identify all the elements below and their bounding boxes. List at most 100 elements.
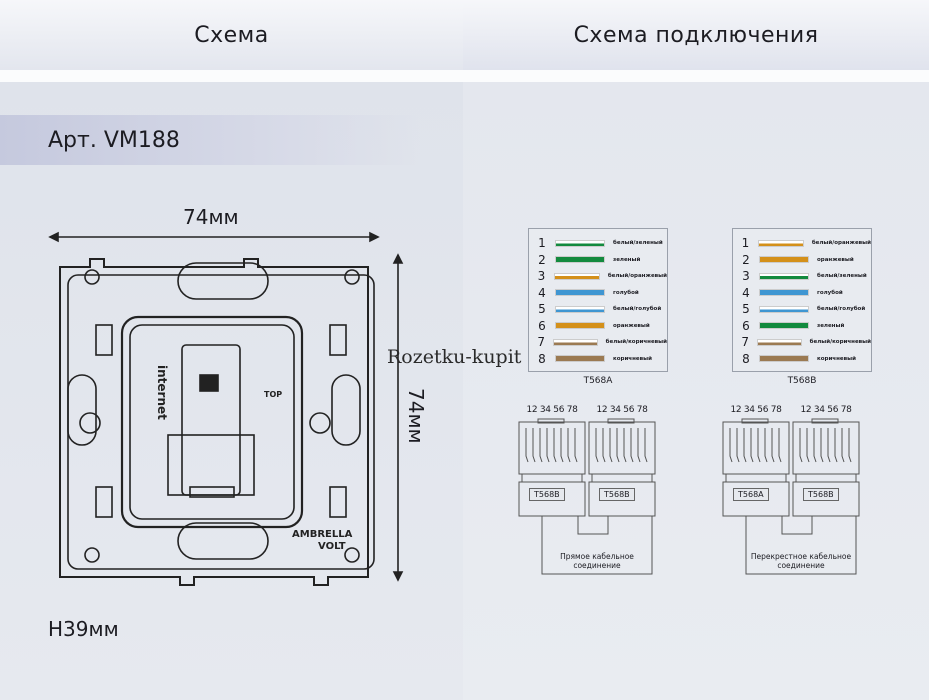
wire-row: 3 белый/зеленый bbox=[733, 268, 871, 285]
rj45-plug bbox=[722, 418, 790, 517]
pin-numbers: 12 34 56 78 bbox=[800, 405, 852, 415]
wire-swatch bbox=[555, 322, 605, 330]
connection-caption-line1: Прямое кабельное bbox=[560, 552, 634, 561]
brand-line2: VOLT bbox=[318, 541, 346, 552]
plug-standard-label: T568B bbox=[599, 488, 635, 501]
pin-number: 2 bbox=[742, 252, 750, 267]
width-dimension: 74мм bbox=[183, 205, 239, 229]
wire-swatch bbox=[757, 239, 804, 247]
pin-number: 1 bbox=[538, 236, 546, 251]
divider-strip bbox=[0, 70, 929, 82]
wire-row: 7 белый/коричневый bbox=[733, 334, 871, 351]
schema-title: Схема bbox=[194, 22, 269, 48]
top-label: TOP bbox=[264, 390, 282, 399]
plug-standard-label: T568A bbox=[733, 488, 769, 501]
rj45-plug bbox=[518, 418, 586, 517]
wire-row: 6 оранжевый bbox=[529, 318, 667, 335]
caption-t568b: T568B bbox=[787, 376, 817, 386]
pin-number: 5 bbox=[538, 302, 546, 317]
connection-caption-line2: соединение bbox=[777, 561, 825, 570]
wire-label: голубой bbox=[817, 289, 843, 296]
pin-number: 5 bbox=[742, 302, 750, 317]
article-band: Арт. VM188 bbox=[0, 115, 420, 165]
wire-label: оранжевый bbox=[613, 322, 650, 329]
internet-label: internet bbox=[155, 365, 169, 420]
wire-label: коричневый bbox=[613, 355, 652, 362]
pin-numbers: 12 34 56 78 bbox=[596, 405, 648, 415]
wire-swatch bbox=[757, 338, 802, 346]
wire-label: голубой bbox=[613, 289, 639, 296]
wire-swatch bbox=[759, 256, 809, 264]
wire-row: 4 голубой bbox=[529, 285, 667, 302]
left-panel bbox=[0, 82, 463, 700]
pin-number: 1 bbox=[741, 236, 750, 251]
pin-number: 7 bbox=[741, 335, 749, 350]
pin-number: 6 bbox=[538, 318, 546, 333]
wire-row: 2 оранжевый bbox=[733, 252, 871, 269]
wire-swatch bbox=[555, 289, 605, 297]
wire-swatch bbox=[555, 256, 605, 264]
pin-number: 4 bbox=[538, 285, 546, 300]
watermark: Rozetku-kupit bbox=[387, 346, 522, 368]
wire-label: белый/голубой bbox=[613, 306, 662, 313]
wire-label: белый/оранжевый bbox=[811, 240, 871, 247]
cable-line bbox=[745, 516, 857, 575]
wire-label: белый/голубой bbox=[817, 306, 866, 313]
wire-label: белый/зеленый bbox=[613, 240, 663, 247]
rj45-plug bbox=[588, 418, 656, 517]
connection-caption-line2: соединение bbox=[573, 561, 621, 570]
pin-numbers: 12 34 56 78 bbox=[730, 405, 782, 415]
pin-number: 6 bbox=[742, 318, 750, 333]
wire-row: 3 белый/оранжевый bbox=[529, 268, 667, 285]
header-left: Схема bbox=[0, 0, 463, 70]
right-panel bbox=[463, 82, 929, 700]
wire-swatch bbox=[555, 305, 605, 313]
wire-swatch bbox=[553, 272, 600, 280]
pin-number: 4 bbox=[742, 285, 750, 300]
plug-standard-label: T568B bbox=[803, 488, 839, 501]
wire-row: 2 зеленый bbox=[529, 252, 667, 269]
wire-row: 5 белый/голубой bbox=[733, 301, 871, 318]
rj45-plug bbox=[792, 418, 860, 517]
wire-row: 1 белый/оранжевый bbox=[733, 235, 871, 252]
wire-label: коричневый bbox=[817, 355, 856, 362]
caption-t568a: T568A bbox=[583, 376, 613, 386]
wire-swatch bbox=[759, 289, 809, 297]
wire-label: зеленый bbox=[817, 322, 845, 329]
cable-line bbox=[541, 516, 653, 575]
pin-number: 8 bbox=[742, 351, 750, 366]
wire-row: 4 голубой bbox=[733, 285, 871, 302]
wire-row: 7 белый/коричневый bbox=[529, 334, 667, 351]
wire-row: 5 белый/голубой bbox=[529, 301, 667, 318]
wire-row: 1 белый/зеленый bbox=[529, 235, 667, 252]
wire-swatch bbox=[555, 239, 605, 247]
wire-row: 6 зеленый bbox=[733, 318, 871, 335]
wire-swatch bbox=[759, 355, 809, 363]
connection-schema-title: Схема подключения bbox=[573, 22, 819, 48]
depth-dimension: H39мм bbox=[48, 617, 119, 641]
pin-numbers: 12 34 56 78 bbox=[526, 405, 578, 415]
pin-number: 3 bbox=[742, 269, 750, 284]
wire-row: 8 коричневый bbox=[733, 351, 871, 368]
connection-caption-line1: Перекрестное кабельное bbox=[750, 552, 852, 561]
article-number: Арт. VM188 bbox=[48, 127, 180, 153]
pin-number: 7 bbox=[537, 335, 545, 350]
wire-label: белый/зеленый bbox=[817, 273, 867, 280]
pin-number: 3 bbox=[537, 269, 546, 284]
wire-swatch bbox=[553, 338, 598, 346]
wire-label: белый/коричневый bbox=[605, 339, 667, 346]
wire-swatch bbox=[759, 272, 809, 280]
wire-swatch bbox=[555, 355, 605, 363]
table-t568a: 1 белый/зеленый 2 зеленый 3 белый/оранжевый 4 г… bbox=[528, 228, 668, 372]
wire-swatch bbox=[759, 322, 809, 330]
header-right: Схема подключения bbox=[463, 0, 929, 70]
wire-label: белый/коричневый bbox=[809, 339, 871, 346]
wire-label: оранжевый bbox=[817, 256, 854, 263]
device-drawing: internet TOP AMBRELLA VOLT bbox=[48, 231, 404, 586]
plug-standard-label: T568B bbox=[529, 488, 565, 501]
pin-number: 2 bbox=[538, 252, 546, 267]
wire-label: белый/оранжевый bbox=[607, 273, 667, 280]
wire-label: зеленый bbox=[613, 256, 641, 263]
